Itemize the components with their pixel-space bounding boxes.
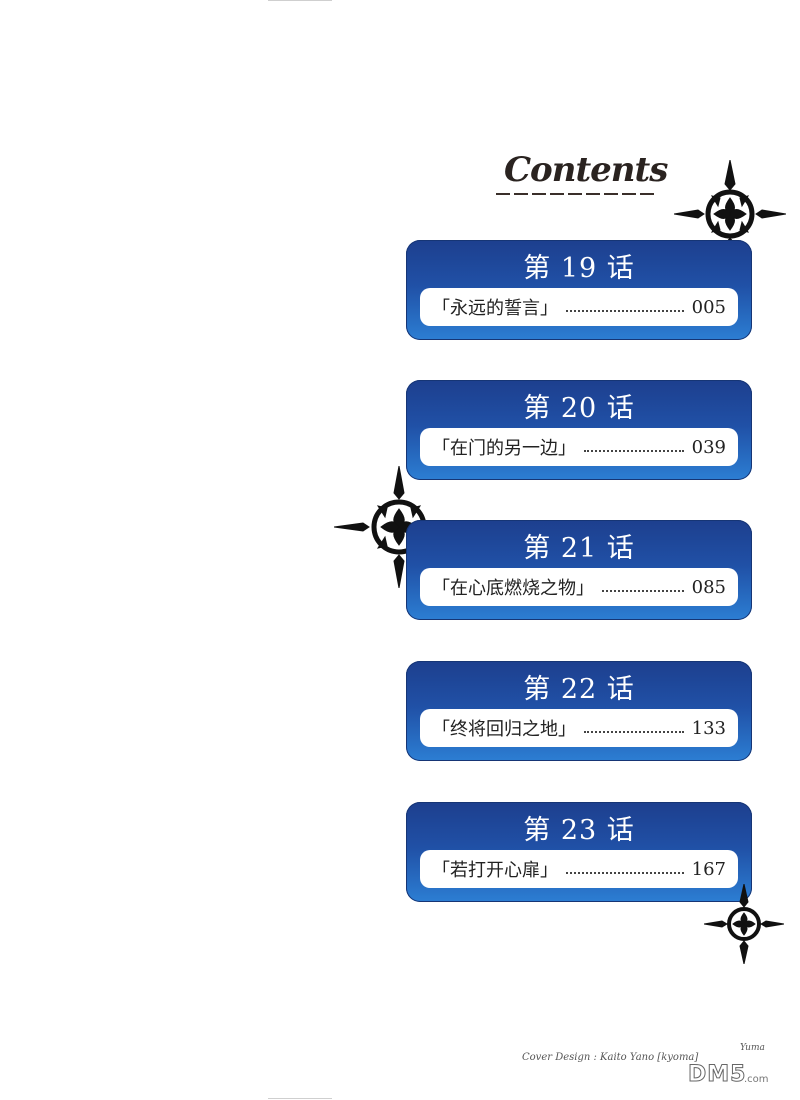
- dot-leader: [584, 450, 684, 452]
- page-number: 167: [691, 858, 726, 880]
- chapter-title: 「在门的另一边」: [432, 438, 576, 459]
- chapter-banner-21[interactable]: 第 21 话 「在心底燃烧之物」 085: [406, 520, 752, 620]
- ornament-icon: [674, 160, 786, 268]
- dot-leader: [584, 731, 684, 733]
- chapter-heading: 第 23 话: [523, 815, 635, 846]
- chapter-heading: 第 22 话: [523, 674, 635, 705]
- chapter-title: 「终将回归之地」: [432, 719, 576, 740]
- dot-leader: [602, 590, 684, 592]
- watermark-domain: .com: [744, 1074, 769, 1085]
- ornament-icon: [704, 884, 784, 964]
- page-number: 133: [691, 717, 726, 739]
- chapter-banner-20[interactable]: 第 20 话 「在门的另一边」 039: [406, 380, 752, 480]
- chapter-title: 「永远的誓言」: [432, 298, 558, 319]
- chapter-banner-19[interactable]: 第 19 话 「永远的誓言」 005: [406, 240, 752, 340]
- chapter-title: 「若打开心扉」: [432, 860, 558, 881]
- chapter-heading: 第 19 话: [523, 253, 635, 284]
- top-crop-line: [268, 0, 332, 1]
- chapter-title: 「在心底燃烧之物」: [432, 578, 594, 599]
- page-number: 039: [691, 436, 726, 458]
- chapter-entry[interactable]: 「永远的誓言」 005: [420, 288, 738, 326]
- chapter-entry[interactable]: 「若打开心扉」 167: [420, 850, 738, 888]
- chapter-heading: 第 21 话: [523, 533, 635, 564]
- chapter-banner-23[interactable]: 第 23 话 「若打开心扉」 167: [406, 802, 752, 902]
- cover-design-credit: Cover Design : Kaito Yano [kyoma]: [522, 1052, 699, 1063]
- chapter-entry[interactable]: 「在门的另一边」 039: [420, 428, 738, 466]
- watermark-logo: DM5: [687, 1062, 747, 1088]
- chapter-entry[interactable]: 「在心底燃烧之物」 085: [420, 568, 738, 606]
- dot-leader: [566, 872, 684, 874]
- page-number: 005: [691, 296, 726, 318]
- dot-leader: [566, 310, 684, 312]
- title-underline: [496, 193, 656, 195]
- chapter-banner-22[interactable]: 第 22 话 「终将回归之地」 133: [406, 661, 752, 761]
- bottom-crop-line: [268, 1098, 332, 1099]
- page-number: 085: [691, 576, 726, 598]
- page-title: Contents: [504, 150, 668, 190]
- chapter-entry[interactable]: 「终将回归之地」 133: [420, 709, 738, 747]
- chapter-heading: 第 20 话: [523, 393, 635, 424]
- signature: Yuma: [740, 1043, 765, 1053]
